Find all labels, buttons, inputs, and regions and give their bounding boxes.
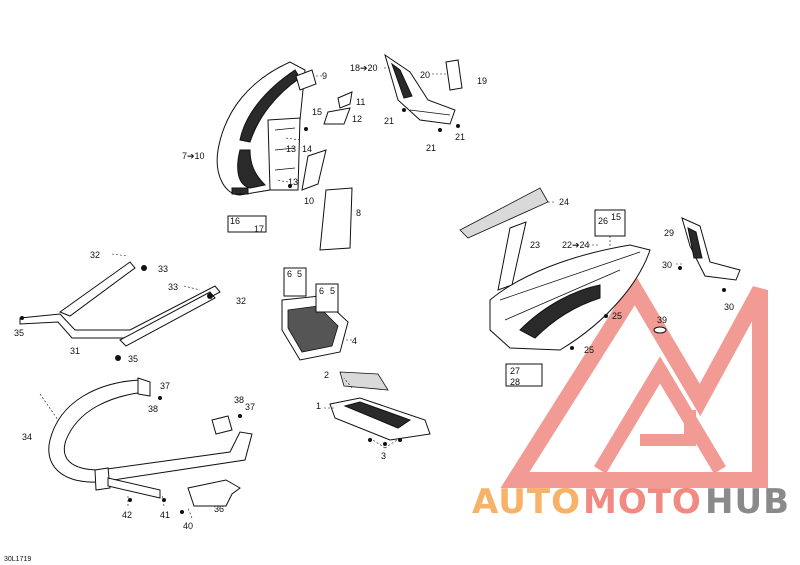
- part-2: [339, 371, 389, 391]
- label-15b: 15: [611, 212, 621, 222]
- label-28: 28: [510, 377, 520, 387]
- label-12: 12: [352, 114, 362, 124]
- watermark-logo: [500, 274, 768, 488]
- label-5b: 5: [330, 286, 335, 296]
- label-4: 4: [352, 336, 357, 346]
- label-37b: 37: [245, 402, 255, 412]
- part-9: [295, 69, 317, 91]
- fastener-box-6-5a: [283, 267, 307, 297]
- watermark-hub: HUB: [705, 482, 790, 522]
- side-panel-22-24: [489, 244, 651, 351]
- fastener-box-16-17: [227, 215, 267, 233]
- label-10: 10: [304, 196, 314, 206]
- label-21a: 21: [384, 116, 394, 126]
- label-27: 27: [510, 366, 520, 376]
- front-side-panel: [216, 61, 306, 196]
- label-34: 34: [22, 432, 32, 442]
- label-30a: 30: [662, 260, 672, 270]
- label-35b: 35: [128, 354, 138, 364]
- label-17: 17: [254, 224, 264, 234]
- label-42: 42: [122, 510, 132, 520]
- label-2: 2: [324, 370, 329, 380]
- label-3: 3: [381, 451, 386, 461]
- rear-bumper-34: [48, 377, 253, 499]
- part-24: [459, 187, 549, 239]
- label-6a: 6: [287, 269, 292, 279]
- label-13: 13: [286, 144, 296, 154]
- leader-lines: [39, 67, 684, 519]
- label-22-24: 22➔24: [562, 240, 590, 250]
- label-36: 36: [214, 504, 224, 514]
- label-15: 15: [312, 107, 322, 117]
- label-31: 31: [70, 346, 80, 356]
- watermark-auto: AUTO: [472, 482, 581, 522]
- part-8: [319, 187, 353, 251]
- label-20: 20: [420, 70, 430, 80]
- watermark-moto: MOTO: [583, 482, 702, 522]
- label-25b: 25: [584, 345, 594, 355]
- bracket-29-30: [681, 217, 741, 281]
- label-13b: 13: [288, 177, 298, 187]
- part-11: [337, 91, 353, 109]
- part-39: [653, 326, 667, 334]
- label-9: 9: [322, 71, 327, 81]
- label-33b: 33: [168, 282, 178, 292]
- label-6b: 6: [319, 286, 324, 296]
- label-11: 11: [356, 97, 365, 107]
- label-40: 40: [183, 521, 193, 531]
- label-23: 23: [530, 240, 540, 250]
- label-37a: 37: [160, 381, 170, 391]
- label-16: 16: [230, 216, 240, 226]
- fastener-box-27-28: [505, 363, 543, 387]
- part-12: [323, 107, 351, 125]
- label-38b: 38: [234, 395, 244, 405]
- label-5a: 5: [297, 269, 302, 279]
- label-39: 39: [657, 315, 667, 325]
- label-14: 14: [302, 144, 312, 154]
- bracket-assembly-18-20: [384, 53, 456, 125]
- label-21c: 21: [455, 132, 465, 142]
- label-19: 19: [477, 76, 487, 86]
- label-8: 8: [356, 208, 361, 218]
- label-1: 1: [316, 401, 321, 411]
- label-41: 41: [160, 510, 170, 520]
- diagram-code: 30L1719: [4, 556, 31, 563]
- fastener-box-26-15: [594, 209, 626, 237]
- label-21b: 21: [426, 143, 436, 153]
- watermark-text: AUTO MOTO HUB: [472, 482, 790, 522]
- label-29: 29: [664, 228, 674, 238]
- part-19: [445, 59, 463, 91]
- label-32b: 32: [236, 296, 246, 306]
- part-10: [301, 149, 327, 191]
- lower-trim-1: [329, 397, 431, 441]
- label-38a: 38: [148, 404, 158, 414]
- bumper-bar-31: [19, 261, 221, 347]
- label-18-20: 18➔20: [350, 63, 378, 73]
- label-30b: 30: [724, 302, 734, 312]
- label-32a: 32: [90, 250, 100, 260]
- fasteners: [20, 108, 726, 514]
- part-36: [187, 479, 241, 507]
- label-25a: 25: [612, 311, 622, 321]
- label-26: 26: [598, 216, 608, 226]
- fastener-box-6-5b: [315, 283, 339, 313]
- label-7-10: 7➔10: [182, 151, 205, 161]
- label-35a: 35: [14, 328, 24, 338]
- callout-labels: 9 11 12 15 13 14 7➔10 13 10 8 16 17 18➔2…: [14, 63, 734, 531]
- label-24: 24: [559, 197, 569, 207]
- label-33a: 33: [158, 264, 168, 274]
